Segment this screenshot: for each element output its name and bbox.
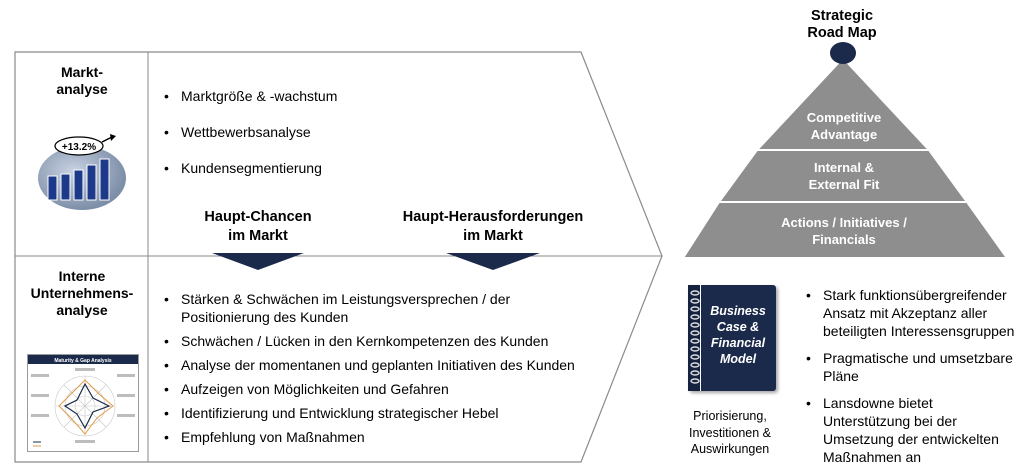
market-bullet: Marktgröße & -wachstum [162, 87, 582, 105]
down-arrow-challenges [446, 253, 540, 270]
internal-bullet: Identifizierung und Entwicklung strategi… [162, 404, 602, 422]
right-bullet-list: Stark funktionsübergreifender Ansatz mit… [804, 286, 1016, 466]
internal-bullet-list: Stärken & Schwächen im Leistungsversprec… [162, 290, 602, 446]
pyramid-level-actions: Actions / Initiatives / Financials [781, 215, 907, 247]
book-title: Business Case & Financial Model [710, 304, 766, 366]
main-chances-label: Haupt-Chancen im Markt [204, 209, 312, 244]
right-bullet: Stark funktionsübergreifender Ansatz mit… [804, 286, 1016, 340]
down-arrow-chances [212, 253, 304, 270]
business-case-book-icon: Business Case & Financial Model [688, 285, 776, 391]
radar-series-current [63, 382, 111, 430]
roadmap-title: Strategic Road Map [807, 8, 877, 41]
strategy-pyramid [681, 42, 1009, 259]
market-bullet: Kundensegmentierung [162, 159, 582, 177]
spiral-binding [690, 290, 700, 384]
internal-bullet: Schwächen / Lücken in den Kernkompetenze… [162, 332, 602, 350]
pyramid-level-competitive-advantage: Competitive Advantage [806, 110, 882, 142]
pyramid-bottom [681, 201, 1009, 259]
pyramid-level-fit: Internal & External Fit [808, 160, 880, 192]
internal-bullet: Empfehlung von Maßnahmen [162, 428, 602, 446]
right-bullet: Lansdowne bietet Unterstützung bei der U… [804, 394, 1016, 466]
book-caption: Priorisierung, Investitionen & Auswirkun… [689, 409, 771, 456]
growth-arrow-icon [110, 134, 116, 141]
radar-series-target [58, 379, 114, 435]
internal-bullet: Aufzeigen von Möglichkeiten und Gefahren [162, 380, 602, 398]
market-bullet-list: Marktgröße & -wachstum Wettbewerbsanalys… [162, 87, 582, 177]
growth-badge [54, 136, 104, 156]
market-bullet: Wettbewerbsanalyse [162, 123, 582, 141]
maturity-gap-analysis-thumbnail: Maturity & Gap Analysis [27, 354, 139, 452]
pyramid-apex-dot [830, 42, 856, 64]
main-challenges-label: Haupt-Herausforderungen im Markt [402, 209, 584, 244]
market-growth-chart-icon: +13.2% [38, 134, 126, 210]
internal-bullet: Analyse der momentanen und geplanten Ini… [162, 356, 602, 374]
market-analysis-title: Markt- analyse [56, 64, 108, 97]
thumbnail-title: Maturity & Gap Analysis [54, 358, 112, 364]
right-bullet: Pragmatische und umsetzbare Pläne [804, 349, 1016, 385]
growth-badge-text: +13.2% [62, 142, 96, 153]
internal-analysis-title: Interne Unternehmens- analyse [30, 268, 134, 318]
internal-bullet: Stärken & Schwächen im Leistungsversprec… [162, 290, 602, 326]
